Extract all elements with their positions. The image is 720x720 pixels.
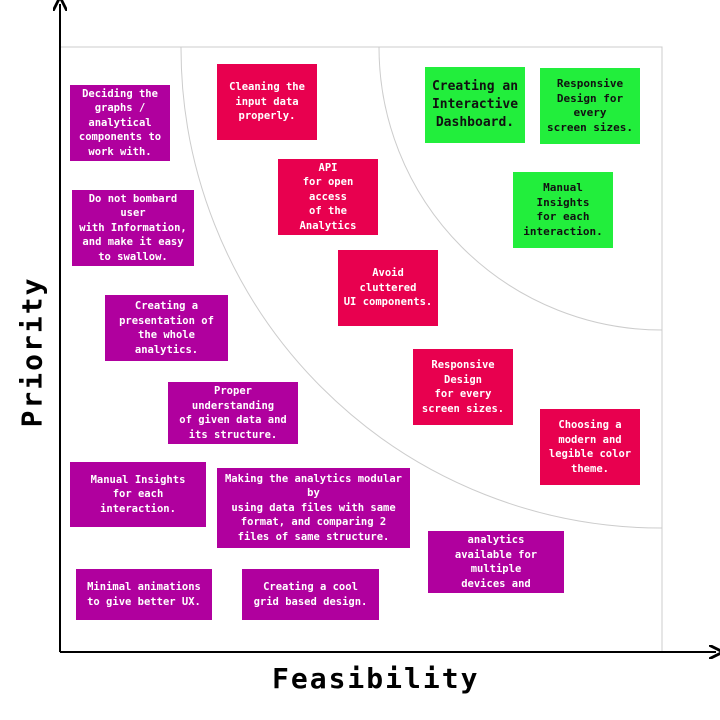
note-responsive-design-mid: Responsive Design for every screen sizes…	[413, 349, 513, 425]
note-grid-design: Creating a cool grid based design.	[242, 569, 379, 620]
note-multiple-devices: Making the analytics available for multi…	[428, 520, 564, 604]
note-avoid-cluttered-ui: Avoid cluttered UI components.	[338, 250, 438, 326]
note-modular-analytics: Making the analytics modular by using da…	[217, 468, 410, 548]
note-cleaning-input-data: Cleaning the input data properly.	[217, 64, 317, 140]
note-proper-understanding: Proper understanding of given data and i…	[168, 382, 298, 444]
outer-arc	[378, 46, 663, 331]
note-manual-insights-bottom: Manual Insights for each interaction.	[70, 462, 206, 527]
note-minimal-animations: Minimal animations to give better UX.	[76, 569, 212, 620]
note-interactive-dashboard: Creating an Interactive Dashboard.	[425, 67, 525, 143]
note-creating-presentation: Creating a presentation of the whole ana…	[105, 295, 228, 361]
note-deciding-graphs: Deciding the graphs / analytical compone…	[70, 85, 170, 161]
note-color-theme: Choosing a modern and legible color them…	[540, 409, 640, 485]
note-creating-api: Creating an API for open access of the A…	[278, 147, 378, 246]
note-do-not-bombard: Do not bombard user with Information, an…	[72, 190, 194, 266]
inner-arc	[180, 46, 663, 529]
note-responsive-design-top: Responsive Design for every screen sizes…	[540, 68, 640, 144]
y-axis-label: Priority	[15, 276, 49, 428]
note-manual-insights-top: Manual Insights for each interaction.	[513, 172, 613, 248]
x-axis-label: Feasibility	[272, 662, 480, 695]
